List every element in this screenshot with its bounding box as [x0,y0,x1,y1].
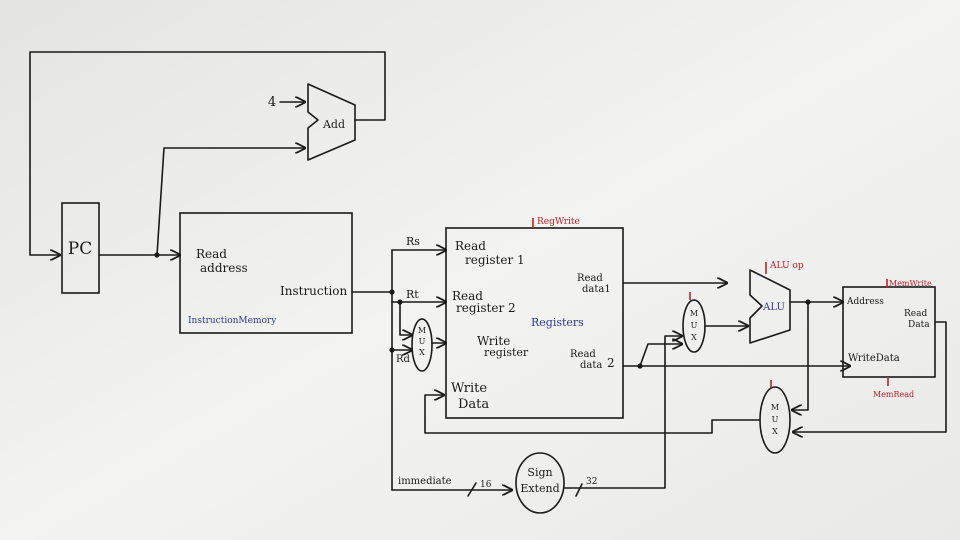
junction-dot [637,363,643,369]
bus-width-slash [575,483,583,497]
reg-readdata1-label: data1 [582,284,611,295]
dmem-address-label: Address [846,297,884,307]
register-file-box [445,227,624,419]
reg-read2-label: Read [452,289,483,303]
mux-label: U [419,337,426,346]
alu-to-memtoreg-wire [792,301,809,410]
memread-label: MemRead [873,390,914,399]
imem-name: InstructionMemory [188,316,277,326]
reg-writedata-write-label: Write [451,381,487,396]
dmem-writedata-label: WriteData [848,353,900,364]
aluop-label: ALU op [769,261,804,271]
regdst-mux [411,318,433,372]
pc-feedback-wire [29,51,386,255]
mux-label: X [419,348,425,357]
add-label: Add [322,118,345,131]
bus-width-slash [467,482,477,497]
sign-in-bits: 16 [480,480,492,490]
registers-name: Registers [531,316,584,329]
mux-label: X [772,427,778,436]
immediate-label: immediate [398,476,452,487]
rs-label: Rs [406,235,420,248]
sign-out-bits: 32 [586,477,597,487]
writeback-wire [424,395,761,434]
dmem-data-label: Data [908,320,930,330]
mux-label: U [772,415,779,424]
reg-register1-label: register 1 [465,253,525,267]
imem-address-label: address [200,261,248,275]
rt-to-mux-wire [399,301,412,335]
junction-dot [397,299,403,305]
regwrite-label: RegWrite [537,217,580,227]
sign-extend-extend-label: Extend [520,482,559,495]
mux-label: M [771,403,779,412]
reg-readdata2-label: data [580,360,602,371]
reg-read1-label: Read [455,239,486,253]
signext-to-mux-wire [563,336,682,489]
reg-readdata1-read-label: Read [577,273,603,284]
readdata2-to-mux-wire [639,344,682,367]
imem-read-label: Read [196,247,227,261]
pc-label: PC [68,239,92,259]
junction-dot [389,289,395,295]
pc-box [61,202,100,294]
memwrite-label: MemWrite [889,279,932,288]
imem-instruction-label: Instruction [280,284,348,298]
sign-extend-sign-label: Sign [527,466,552,479]
mux-label: U [691,321,698,330]
alu-label: ALU [762,302,785,313]
rt-label: Rt [406,288,419,301]
readdata-to-memtoreg-wire [793,321,947,432]
reg-writereg-label: register [484,346,529,359]
mux-label: M [690,309,698,318]
pc-to-add-wire [156,148,305,256]
junction-dot [389,347,395,353]
reg-write-label: Write [477,334,510,348]
mux-label: M [418,326,426,335]
reg-writedata-data-label: Data [458,397,489,412]
reg-readdata2-read-label: Read [570,349,596,360]
sign-extend-unit [515,452,565,514]
reg-readdata2-index: 2 [607,356,615,370]
reg-register2-label: register 2 [456,301,516,315]
alu-unit [749,269,791,344]
instruction-memory-box [179,212,353,334]
mux-label: X [691,333,697,342]
add-constant: 4 [268,95,276,110]
rd-label: Rd [396,354,411,365]
data-memory-box [842,286,936,378]
dmem-read-label: Read [904,309,927,319]
add-unit [307,83,356,161]
